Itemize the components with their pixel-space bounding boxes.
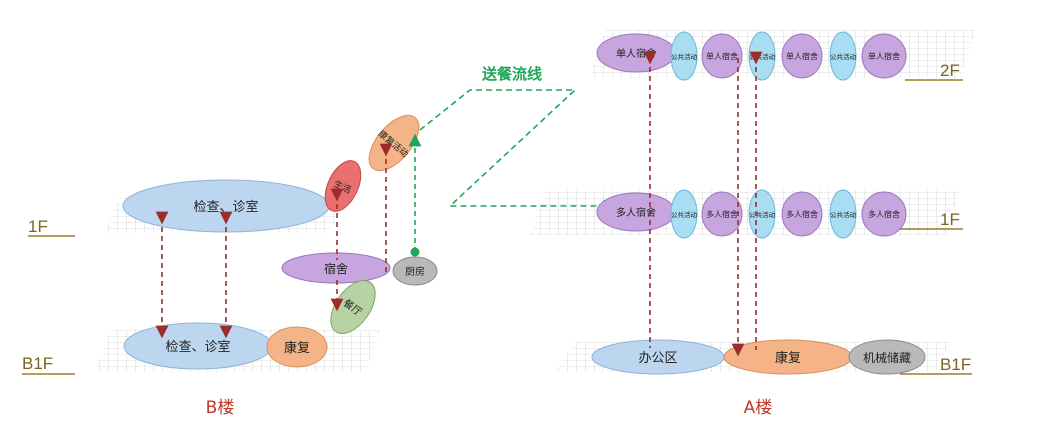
food-delivery-label: 送餐流线 <box>481 65 542 83</box>
a-1f-room-1: 多人宿舍 <box>616 206 656 219</box>
a-1f-rooms <box>596 189 907 239</box>
a-b1f-mech-label: 机械储藏 <box>863 350 911 365</box>
a-b1f-label: B1F <box>940 355 971 374</box>
a-2f-room-3: 单人宿舍 <box>706 51 738 61</box>
a-1f-room-4: 公共活动 <box>749 210 776 219</box>
a-b1f-mech-storage <box>848 339 926 375</box>
b-kitchen-label: 厨房 <box>405 265 425 278</box>
b-1f-label: 1F <box>28 217 48 236</box>
b-b1f-rehab <box>266 326 328 368</box>
a-1f-room-5: 多人宿舍 <box>786 209 818 219</box>
a-1f-room-3: 多人宿舍 <box>706 209 738 219</box>
a-b1f-office-label: 办公区 <box>638 351 677 366</box>
b-b1f-label: B1F <box>22 354 53 373</box>
b-1f-exam-label: 检查、诊室 <box>193 199 258 215</box>
a-vertical-flow <box>643 51 763 357</box>
a-2f-room-6: 公共活动 <box>830 52 857 61</box>
a-1f-room-7: 多人宿舍 <box>868 209 900 219</box>
b-building-label: B楼 <box>206 398 235 418</box>
b-b1f-exam-label: 检查、诊室 <box>165 339 230 355</box>
a-1f-label: 1F <box>940 210 960 229</box>
a-2f-room-5: 单人宿舍 <box>786 51 818 61</box>
b-b1f-rehab-label: 康复 <box>284 340 310 356</box>
a-2f-room-7: 单人宿舍 <box>868 51 900 61</box>
b-dorm <box>281 252 391 284</box>
a-2f-room-2: 公共活动 <box>671 52 698 61</box>
a-1f-room-2: 公共活动 <box>671 210 698 219</box>
b-kitchen <box>392 256 438 286</box>
a-1f-room-6: 公共活动 <box>830 210 857 219</box>
b-vertical-flow <box>155 143 393 339</box>
a-2f-room-4: 公共活动 <box>749 52 776 61</box>
a-b1f-rehab-label: 康复 <box>775 350 801 366</box>
b-dorm-label: 宿舍 <box>324 261 348 276</box>
b-rehab-activity <box>368 114 420 172</box>
a-building-label: A楼 <box>744 398 773 418</box>
food-delivery-route <box>408 89 617 257</box>
b-dining <box>330 280 376 334</box>
a-2f-label: 2F <box>940 61 960 80</box>
